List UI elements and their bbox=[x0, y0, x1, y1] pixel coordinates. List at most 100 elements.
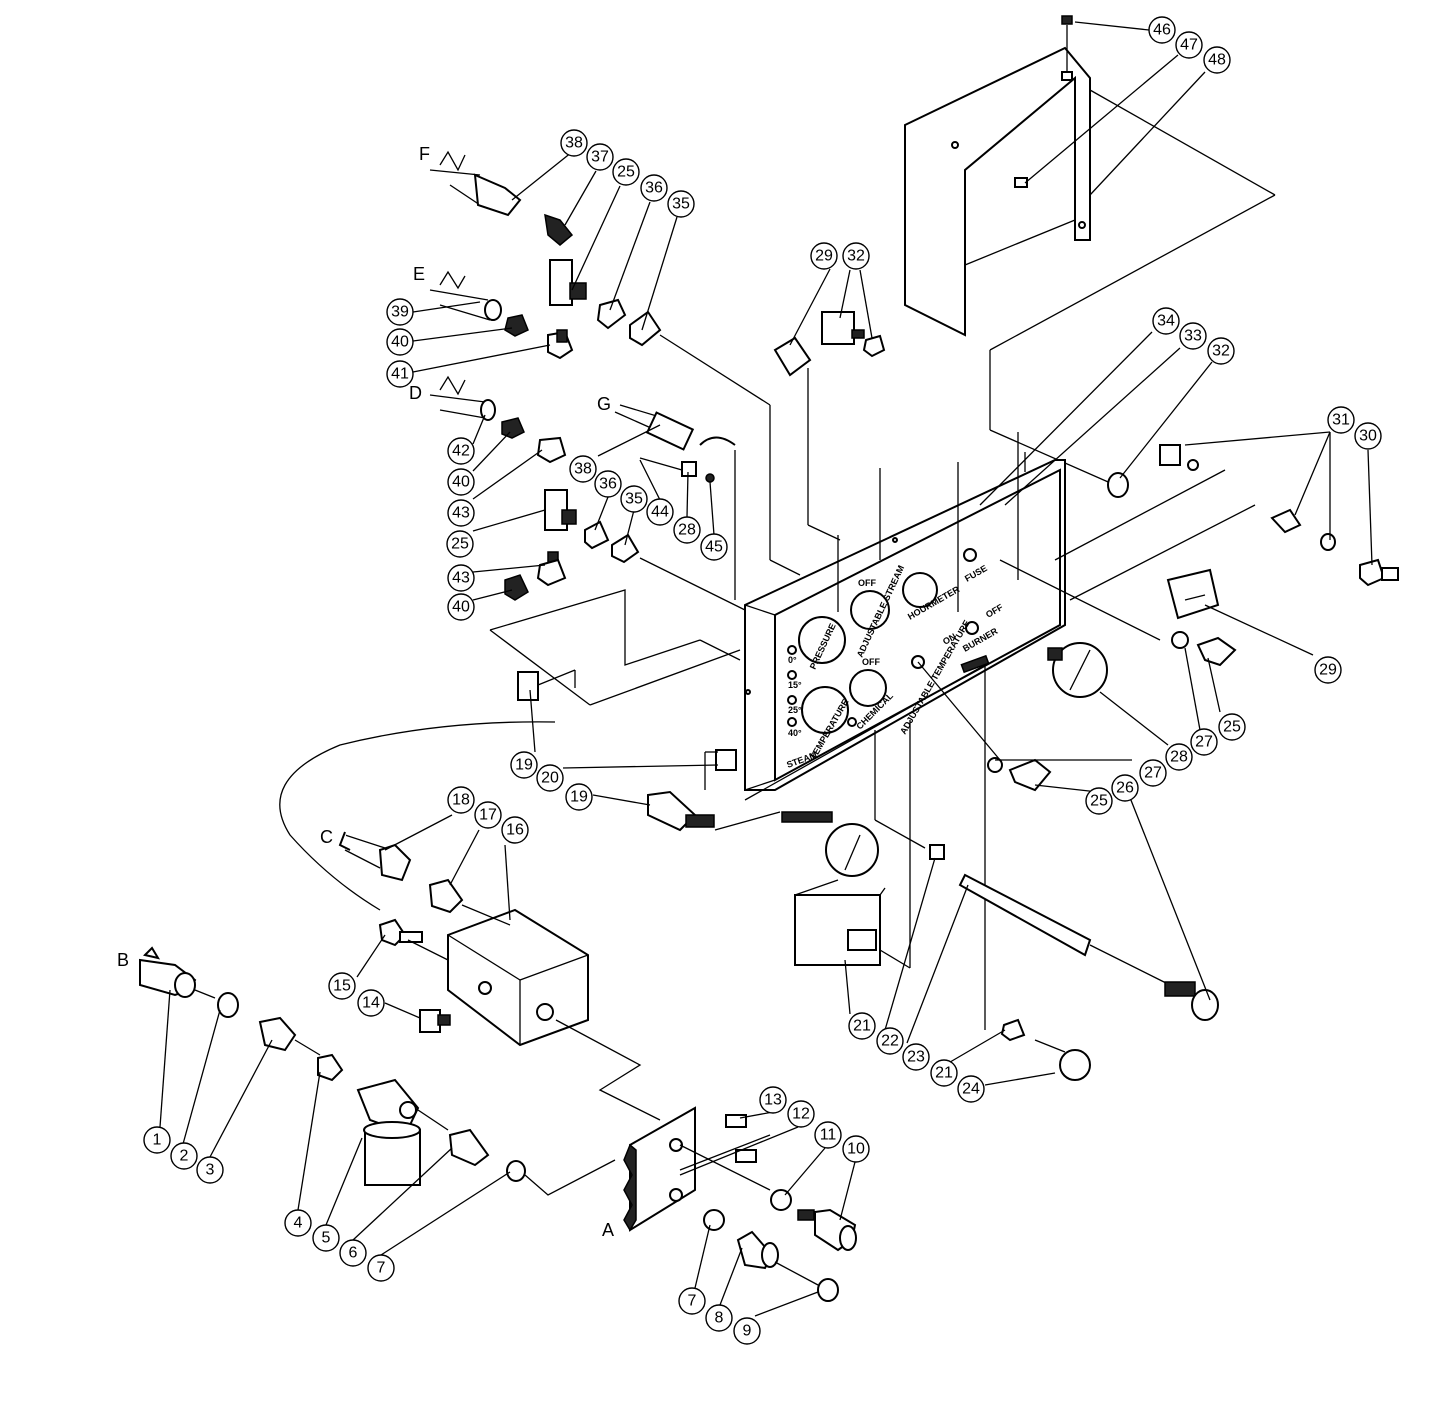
svg-text:21: 21 bbox=[935, 1065, 953, 1082]
svg-text:21: 21 bbox=[853, 1018, 871, 1035]
letter-label: B bbox=[117, 950, 129, 970]
callout: 22 bbox=[876, 1027, 904, 1055]
label-deg-15: 15° bbox=[788, 680, 802, 690]
svg-text:34: 34 bbox=[1157, 313, 1175, 330]
callout: 13 bbox=[759, 1086, 787, 1114]
svg-text:12: 12 bbox=[792, 1106, 810, 1123]
svg-text:20: 20 bbox=[541, 770, 559, 787]
label-deg-0: 0° bbox=[788, 655, 797, 665]
callout: 35 bbox=[620, 485, 648, 513]
svg-text:28: 28 bbox=[678, 522, 696, 539]
svg-text:7: 7 bbox=[688, 1293, 697, 1310]
svg-text:33: 33 bbox=[1184, 328, 1202, 345]
callout: 36 bbox=[640, 174, 668, 202]
callout: 19 bbox=[565, 783, 593, 811]
svg-text:43: 43 bbox=[452, 505, 470, 522]
svg-text:5: 5 bbox=[322, 1230, 331, 1247]
svg-text:32: 32 bbox=[847, 248, 865, 265]
svg-text:1: 1 bbox=[153, 1132, 162, 1149]
svg-text:35: 35 bbox=[672, 196, 690, 213]
callout: 21 bbox=[848, 1012, 876, 1040]
svg-text:29: 29 bbox=[1319, 662, 1337, 679]
callout: 32 bbox=[842, 242, 870, 270]
letter-label: C bbox=[320, 827, 333, 847]
callout: 43 bbox=[447, 499, 475, 527]
callout: 34 bbox=[1152, 307, 1180, 335]
svg-text:7: 7 bbox=[377, 1260, 386, 1277]
callout: 4 bbox=[284, 1209, 312, 1237]
callout: 41 bbox=[386, 360, 414, 388]
svg-text:41: 41 bbox=[391, 366, 409, 383]
callout: 40 bbox=[447, 593, 475, 621]
callout: 11 bbox=[814, 1121, 842, 1149]
svg-text:25: 25 bbox=[1223, 719, 1241, 736]
svg-text:30: 30 bbox=[1359, 428, 1377, 445]
svg-text:36: 36 bbox=[645, 180, 663, 197]
label-off-1: OFF bbox=[858, 578, 876, 588]
svg-text:18: 18 bbox=[452, 792, 470, 809]
callout: 27 bbox=[1139, 759, 1167, 787]
bracket-plate bbox=[623, 1106, 857, 1302]
callout: 7 bbox=[367, 1254, 395, 1282]
svg-text:2: 2 bbox=[180, 1148, 189, 1165]
svg-text:32: 32 bbox=[1212, 343, 1230, 360]
callouts: 1 2 3 4 5 6 7 7 8 9 10 11 12 13 14 15 16… bbox=[143, 16, 1382, 1345]
svg-text:35: 35 bbox=[625, 491, 643, 508]
label-off-3: OFF bbox=[862, 657, 880, 667]
upper-left-fittings bbox=[429, 150, 801, 706]
part-geometry: PRESSURE OFF ADJUSTABLE STREAM HOURMETER… bbox=[139, 15, 1399, 1302]
letter-label: F bbox=[419, 144, 430, 164]
svg-text:39: 39 bbox=[391, 304, 409, 321]
svg-text:40: 40 bbox=[391, 334, 409, 351]
callout: 2 bbox=[170, 1142, 198, 1170]
callout: 28 bbox=[673, 516, 701, 544]
svg-text:38: 38 bbox=[565, 135, 583, 152]
svg-text:43: 43 bbox=[452, 570, 470, 587]
svg-text:24: 24 bbox=[962, 1081, 980, 1098]
callout: 24 bbox=[957, 1075, 985, 1103]
callout: 10 bbox=[842, 1135, 870, 1163]
callout: 36 bbox=[594, 470, 622, 498]
callout: 38 bbox=[569, 455, 597, 483]
svg-text:47: 47 bbox=[1180, 37, 1198, 54]
callout: 19 bbox=[510, 751, 538, 779]
callout: 45 bbox=[700, 533, 728, 561]
callout: 7 bbox=[678, 1287, 706, 1315]
svg-text:8: 8 bbox=[715, 1310, 724, 1327]
callout: 17 bbox=[474, 801, 502, 829]
callout: 29 bbox=[1314, 656, 1342, 684]
callout: 16 bbox=[501, 816, 529, 844]
svg-text:6: 6 bbox=[349, 1245, 358, 1262]
svg-text:40: 40 bbox=[452, 474, 470, 491]
callout: 5 bbox=[312, 1224, 340, 1252]
svg-text:27: 27 bbox=[1195, 734, 1213, 751]
callout: 32 bbox=[1207, 337, 1235, 365]
svg-text:19: 19 bbox=[570, 789, 588, 806]
letter-label: G bbox=[597, 394, 611, 414]
svg-text:26: 26 bbox=[1116, 780, 1134, 797]
svg-text:11: 11 bbox=[820, 1127, 837, 1144]
lower-center-parts bbox=[279, 669, 1219, 1081]
callout: 12 bbox=[787, 1100, 815, 1128]
callout: 42 bbox=[447, 437, 475, 465]
callout: 23 bbox=[902, 1043, 930, 1071]
callout: 25 bbox=[612, 158, 640, 186]
svg-text:37: 37 bbox=[591, 149, 609, 166]
svg-text:16: 16 bbox=[506, 822, 524, 839]
callout: 43 bbox=[447, 564, 475, 592]
letter-labels: A B C D E F G bbox=[117, 144, 614, 1240]
callout: 18 bbox=[447, 786, 475, 814]
callout: 35 bbox=[667, 190, 695, 218]
callout: 38 bbox=[560, 129, 588, 157]
svg-text:22: 22 bbox=[881, 1033, 899, 1050]
right-side-parts bbox=[773, 311, 1399, 792]
svg-text:15: 15 bbox=[333, 978, 351, 995]
svg-text:19: 19 bbox=[515, 757, 533, 774]
callout: 39 bbox=[386, 298, 414, 326]
lower-left-fittings bbox=[139, 831, 661, 1196]
svg-text:45: 45 bbox=[705, 539, 723, 556]
callout: 37 bbox=[586, 143, 614, 171]
callout: 31 bbox=[1327, 406, 1355, 434]
callout: 40 bbox=[386, 328, 414, 356]
